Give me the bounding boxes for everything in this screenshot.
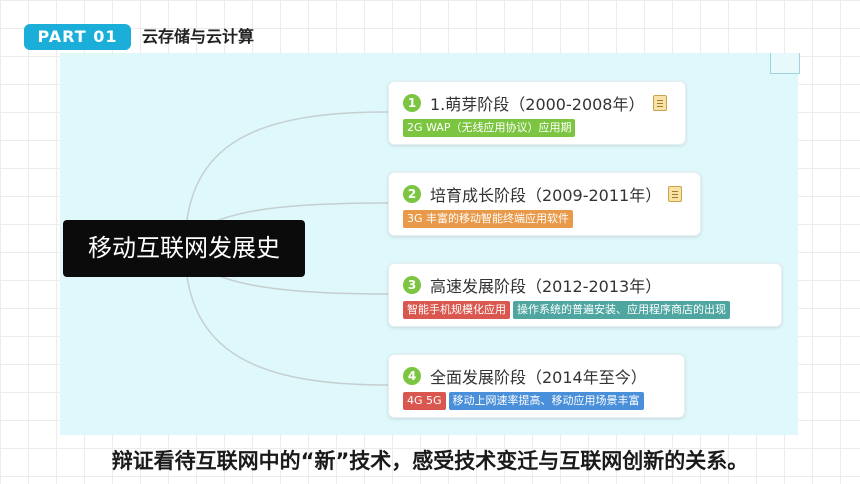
link-branch-1 [184, 111, 389, 249]
note-icon[interactable] [668, 186, 682, 202]
branch-node-4[interactable]: 4 全面发展阶段（2014年至今） 4G 5G 移动上网速率提高、移动应用场景丰… [388, 354, 685, 418]
branch-tag: 4G 5G [403, 392, 446, 410]
branch-number-badge: 3 [403, 276, 421, 294]
note-icon[interactable] [653, 95, 667, 111]
branch-number-badge: 1 [403, 94, 421, 112]
canvas-corner-handle [770, 53, 800, 74]
footer-caption: 辩证看待互联网中的“新”技术，感受技术变迁与互联网创新的关系。 [111, 449, 749, 473]
branch-node-3[interactable]: 3 高速发展阶段（2012-2013年） 智能手机规模化应用 操作系统的普遍安装… [388, 263, 782, 327]
branch-node-1[interactable]: 1 1.萌芽阶段（2000-2008年） 2G WAP（无线应用协议）应用期 [388, 81, 686, 145]
root-node[interactable]: 移动互联网发展史 [63, 220, 305, 277]
branch-title: 1.萌芽阶段（2000-2008年） [430, 95, 645, 114]
branch-title: 全面发展阶段（2014年至今） [430, 368, 647, 387]
branch-number-badge: 4 [403, 367, 421, 385]
branch-tag: 智能手机规模化应用 [403, 301, 510, 319]
branch-node-2[interactable]: 2 培育成长阶段（2009-2011年） 3G 丰富的移动智能终端应用软件 [388, 172, 701, 236]
branch-tag: 3G 丰富的移动智能终端应用软件 [403, 210, 574, 228]
link-branch-4 [184, 247, 389, 386]
section-title: 云存储与云计算 [142, 27, 255, 46]
branch-number-badge: 2 [403, 185, 421, 203]
branch-title: 高速发展阶段（2012-2013年） [430, 277, 662, 296]
branch-tag: 操作系统的普遍安装、应用程序商店的出现 [513, 301, 730, 319]
part-tag: PART 01 [24, 24, 131, 50]
branch-tag: 移动上网速率提高、移动应用场景丰富 [448, 392, 644, 410]
branch-tag: 2G WAP（无线应用协议）应用期 [403, 119, 576, 137]
branch-title: 培育成长阶段（2009-2011年） [430, 186, 662, 205]
